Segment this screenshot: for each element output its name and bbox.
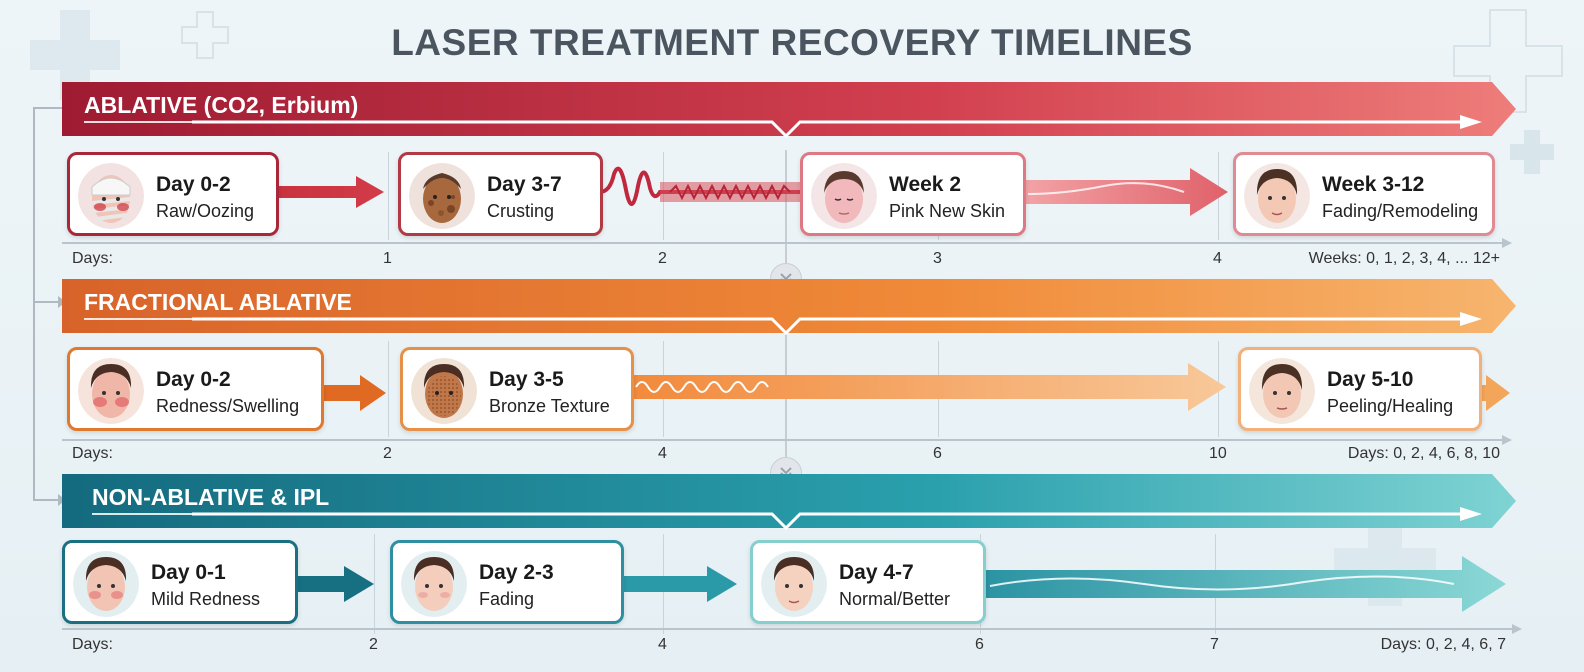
axis-tick: 2 [369, 636, 378, 653]
axis-label: Days: [72, 636, 113, 653]
stage-card[interactable]: Day 0-1 Mild Redness [62, 540, 298, 624]
progress-arrow [623, 566, 737, 602]
progress-wave [632, 363, 1226, 411]
progress-arrow [296, 566, 374, 602]
axis-tick: 7 [1210, 636, 1219, 653]
bandaged-face-icon [78, 163, 144, 229]
axis-tick: 6 [933, 445, 942, 462]
banner-label: NON-ABLATIVE & IPL [92, 484, 330, 515]
section-ablative: ABLATIVE (CO2, Erbium) D [0, 82, 1584, 267]
timeline-axis [62, 242, 1502, 244]
axis-tick: 1 [383, 250, 392, 267]
stage-title: Week 2 [889, 173, 961, 196]
progress-arrow [1024, 168, 1228, 216]
banner-fractional: FRACTIONAL ABLATIVE [62, 279, 1522, 335]
stage-subtitle: Crusting [487, 201, 555, 221]
progress-arrow [278, 176, 384, 208]
stage-title: Day 4-7 [839, 561, 914, 584]
stage-title: Day 3-7 [487, 173, 562, 196]
stage-subtitle: Raw/Oozing [156, 201, 255, 221]
section-non-ablative: NON-ABLATIVE & IPL Day 0-1 Mild Redness [0, 474, 1584, 659]
stage-title: Day 0-2 [156, 368, 231, 391]
stage-subtitle: Bronze Texture [489, 396, 610, 416]
axis-tick: 4 [658, 445, 667, 462]
axis-label: Days: [72, 445, 113, 462]
stage-subtitle: Fading [479, 589, 535, 609]
mild-redness-face-icon [73, 551, 139, 617]
stage-card[interactable]: Week 3-12 Fading/Remodeling [1233, 152, 1495, 236]
axis-tick: 2 [658, 250, 667, 267]
stage-title: Day 5-10 [1327, 368, 1414, 391]
axis-tick: 2 [383, 445, 392, 462]
stage-subtitle: Pink New Skin [889, 201, 1006, 221]
stage-subtitle: Peeling/Healing [1327, 396, 1454, 416]
section-fractional: FRACTIONAL ABLATIVE Day 0-2 Redness/Swel… [0, 279, 1584, 464]
axis-tick: 4 [1213, 250, 1222, 267]
scale-note: Weeks: 0, 1, 2, 3, 4, ... 12+ [1308, 250, 1500, 267]
peeling-face-icon [1249, 358, 1315, 424]
progress-wave [984, 556, 1506, 612]
fading-face-icon [401, 551, 467, 617]
stage-card[interactable]: Day 2-3 Fading [390, 540, 624, 624]
stage-subtitle: Fading/Remodeling [1322, 201, 1479, 221]
banner-label: FRACTIONAL ABLATIVE [84, 289, 352, 320]
axis-tick: 4 [658, 636, 667, 653]
axis-tick: 10 [1209, 445, 1227, 462]
swollen-face-icon [78, 358, 144, 424]
stage-card[interactable]: Day 0-2 Redness/Swelling [67, 347, 324, 431]
stage-subtitle: Normal/Better [839, 589, 951, 609]
stage-title: Day 0-2 [156, 173, 231, 196]
banner-label: ABLATIVE (CO2, Erbium) [84, 92, 359, 123]
timeline-axis [62, 628, 1512, 630]
stage-card[interactable]: Week 2 Pink New Skin [800, 152, 1026, 236]
stage-card[interactable]: Day 4-7 Normal/Better [750, 540, 986, 624]
stage-title: Day 2-3 [479, 561, 554, 584]
normal-face-icon [761, 551, 827, 617]
stage-card[interactable]: Day 3-7 Crusting [398, 152, 603, 236]
stage-card[interactable]: Day 5-10 Peeling/Healing [1238, 347, 1482, 431]
stage-card[interactable]: Day 0-2 Raw/Oozing [67, 152, 279, 236]
timeline-axis [62, 439, 1502, 441]
axis-label: Days: [72, 250, 113, 267]
stage-title: Day 3-5 [489, 368, 564, 391]
pink-skin-face-icon [811, 163, 877, 229]
stage-title: Day 0-1 [151, 561, 226, 584]
banner-ablative: ABLATIVE (CO2, Erbium) [62, 82, 1522, 138]
axis-tick: 3 [933, 250, 942, 267]
stage-subtitle: Redness/Swelling [156, 396, 300, 416]
stage-subtitle: Mild Redness [151, 589, 261, 609]
stage-title: Week 3-12 [1322, 173, 1425, 196]
healed-face-icon [1244, 163, 1310, 229]
progress-arrow [322, 375, 386, 411]
banner-non-ablative: NON-ABLATIVE & IPL [62, 474, 1522, 530]
page-title: LASER TREATMENT RECOVERY TIMELINES [391, 22, 1193, 63]
axis-tick: 6 [975, 636, 984, 653]
scale-note: Days: 0, 2, 4, 6, 7 [1380, 636, 1506, 653]
scale-note: Days: 0, 2, 4, 6, 8, 10 [1347, 445, 1500, 462]
progress-wave [600, 166, 800, 206]
stage-card[interactable]: Day 3-5 Bronze Texture [400, 347, 634, 431]
bronze-face-icon [411, 358, 477, 424]
crusted-face-icon [409, 163, 475, 229]
